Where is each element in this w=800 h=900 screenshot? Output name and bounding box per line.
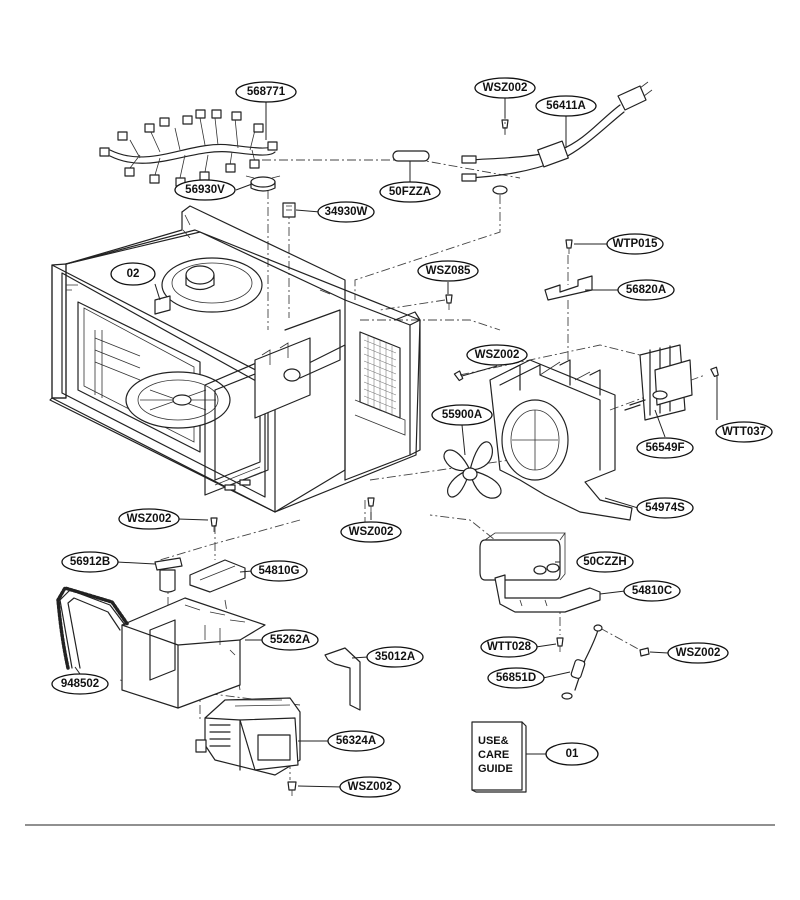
svg-text:WTT037: WTT037 xyxy=(722,426,766,438)
callout-56820a[interactable]: 56820A xyxy=(617,279,675,301)
thermostat-drawing xyxy=(245,175,281,192)
bracket-54810g-drawing xyxy=(189,559,246,593)
svg-text:WSZ002: WSZ002 xyxy=(475,349,520,361)
callout-55262a[interactable]: 55262A xyxy=(261,629,319,651)
svg-text:54810G: 54810G xyxy=(259,565,300,577)
oven-cavity-drawing xyxy=(49,205,421,513)
callout-56549f[interactable]: 56549F xyxy=(636,437,694,459)
callout-wsz002-mid[interactable]: WSZ002 xyxy=(466,344,528,366)
svg-text:50CZZH: 50CZZH xyxy=(583,556,626,568)
callout-50fzza[interactable]: 50FZZA xyxy=(379,181,441,203)
bracket-35012a-drawing xyxy=(324,647,361,711)
fan-bracket-drawing xyxy=(489,359,633,521)
callout-wsz002-right[interactable]: WSZ002 xyxy=(667,642,729,664)
svg-text:56851D: 56851D xyxy=(496,672,536,684)
callout-50czzh[interactable]: 50CZZH xyxy=(576,551,634,573)
svg-text:WSZ002: WSZ002 xyxy=(127,513,172,525)
callout-54810c[interactable]: 54810C xyxy=(623,580,681,602)
callout-02[interactable]: 02 xyxy=(110,262,156,286)
callout-wsz002-center[interactable]: WSZ002 xyxy=(340,521,402,543)
svg-text:568771: 568771 xyxy=(247,86,286,98)
guide-line-3: GUIDE xyxy=(478,763,513,775)
callouts: 568771 WSZ002 56411A 56930V 50FZZA 34930… xyxy=(51,77,773,798)
callout-wsz002-left[interactable]: WSZ002 xyxy=(118,508,180,530)
guide-line-1: USE& xyxy=(478,735,509,747)
power-cord-drawing xyxy=(461,81,653,195)
magnetron-drawing xyxy=(195,697,301,776)
fuse-holder-drawing xyxy=(154,557,183,593)
callout-wsz002-top[interactable]: WSZ002 xyxy=(474,77,536,99)
callout-35012a[interactable]: 35012A xyxy=(366,646,424,668)
callout-wtp015[interactable]: WTP015 xyxy=(606,233,664,255)
svg-text:WSZ002: WSZ002 xyxy=(676,647,721,659)
callout-34930w[interactable]: 34930W xyxy=(317,201,375,223)
fuse-drawing xyxy=(392,150,430,162)
hv-wire-drawing xyxy=(56,586,130,670)
callout-948502[interactable]: 948502 xyxy=(51,673,109,695)
svg-text:WTP015: WTP015 xyxy=(613,238,658,250)
callout-wtt028[interactable]: WTT028 xyxy=(480,636,538,658)
svg-text:55262A: 55262A xyxy=(270,634,310,646)
svg-text:34930W: 34930W xyxy=(325,206,368,218)
svg-text:948502: 948502 xyxy=(61,678,99,690)
callout-56411a[interactable]: 56411A xyxy=(535,95,597,117)
svg-text:WSZ002: WSZ002 xyxy=(483,82,528,94)
svg-text:WSZ002: WSZ002 xyxy=(349,526,394,538)
svg-text:35012A: 35012A xyxy=(375,651,415,663)
svg-text:56820A: 56820A xyxy=(626,284,666,296)
svg-text:56411A: 56411A xyxy=(546,100,586,112)
callout-56912b[interactable]: 56912B xyxy=(61,551,119,573)
svg-text:50FZZA: 50FZZA xyxy=(389,186,431,198)
svg-text:56324A: 56324A xyxy=(336,735,376,747)
callout-wsz085[interactable]: WSZ085 xyxy=(417,260,479,282)
callout-56851d[interactable]: 56851D xyxy=(487,667,545,689)
wire-harness-drawing xyxy=(99,109,278,187)
callout-55900a[interactable]: 55900A xyxy=(431,404,493,426)
guide-line-2: CARE xyxy=(478,749,509,761)
capacitor-bracket-drawing xyxy=(494,574,601,613)
callout-56930v[interactable]: 56930V xyxy=(174,179,236,201)
svg-text:56912B: 56912B xyxy=(70,556,110,568)
fan-motor-drawing xyxy=(624,344,693,421)
callout-56324a[interactable]: 56324A xyxy=(327,730,385,752)
callout-01[interactable]: 01 xyxy=(545,742,599,766)
use-care-guide-booklet: USE& CARE GUIDE xyxy=(471,721,527,793)
callout-54974s[interactable]: 54974S xyxy=(636,497,694,519)
callout-54810g[interactable]: 54810G xyxy=(250,560,308,582)
diode-drawing xyxy=(561,624,603,700)
svg-text:02: 02 xyxy=(127,268,140,280)
callout-wsz002-bottom[interactable]: WSZ002 xyxy=(339,776,401,798)
svg-text:54974S: 54974S xyxy=(645,502,685,514)
fan-blade-drawing xyxy=(443,441,502,499)
capacitor-drawing xyxy=(479,532,566,581)
transformer-drawing xyxy=(121,597,266,709)
screws xyxy=(210,119,719,796)
svg-text:WSZ085: WSZ085 xyxy=(426,265,471,277)
switch-drawing xyxy=(282,202,296,218)
svg-text:55900A: 55900A xyxy=(442,409,482,421)
callout-wtt037[interactable]: WTT037 xyxy=(715,421,773,443)
svg-text:56930V: 56930V xyxy=(185,184,225,196)
leader-lines xyxy=(74,97,718,788)
svg-text:WTT028: WTT028 xyxy=(487,641,532,653)
svg-text:WSZ002: WSZ002 xyxy=(348,781,393,793)
svg-text:54810C: 54810C xyxy=(632,585,672,597)
bracket-56820a-drawing xyxy=(544,275,593,301)
svg-text:56549F: 56549F xyxy=(645,442,684,454)
svg-text:01: 01 xyxy=(566,748,579,760)
callout-568771[interactable]: 568771 xyxy=(235,81,297,103)
